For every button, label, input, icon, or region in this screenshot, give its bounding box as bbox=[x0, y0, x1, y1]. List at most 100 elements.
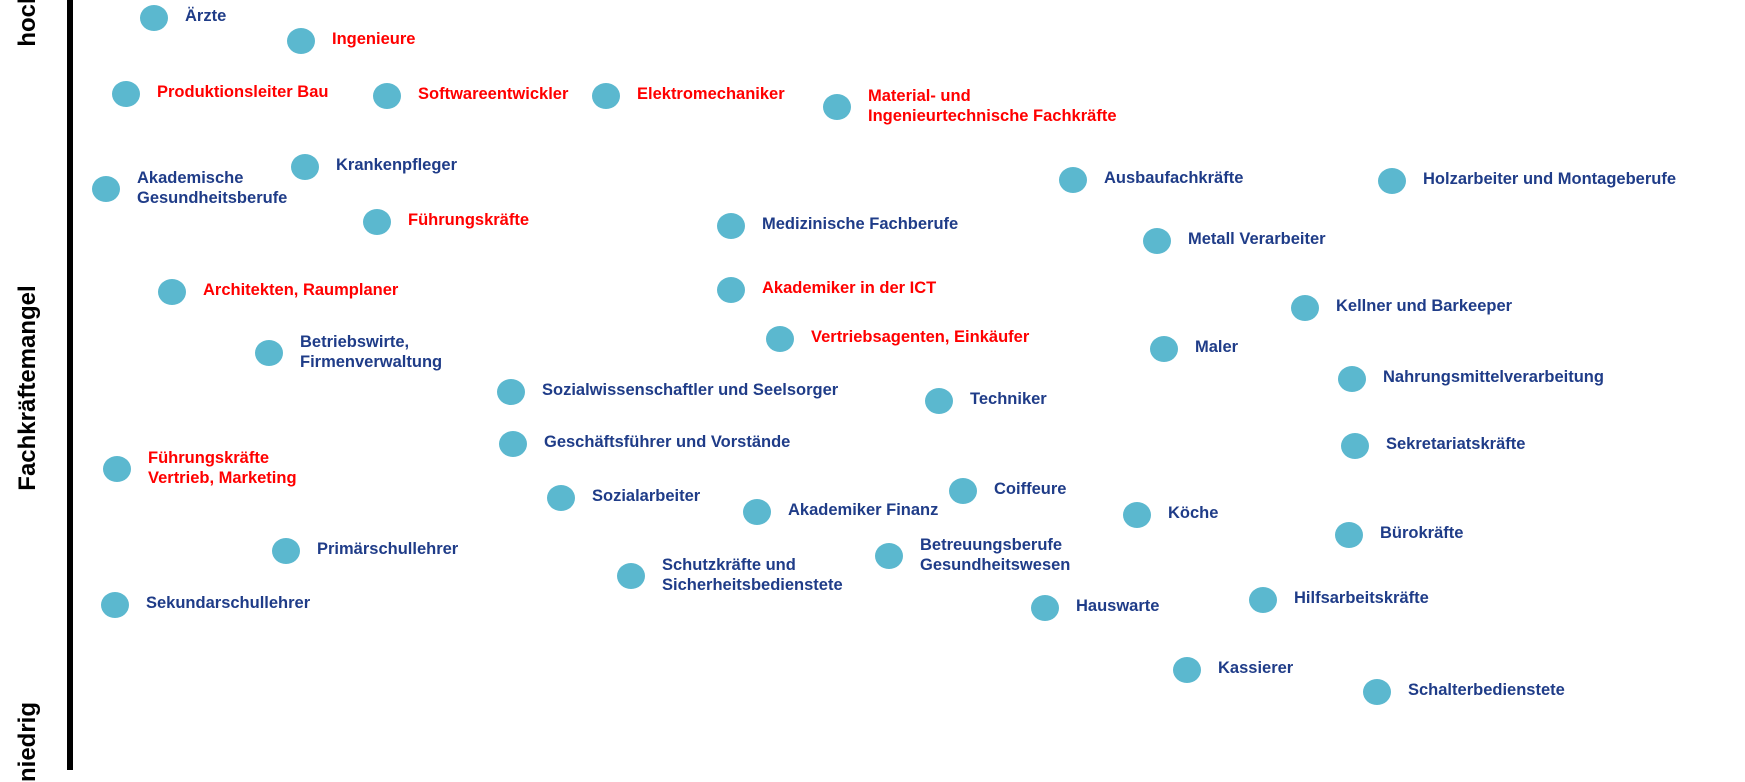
point-marker bbox=[1338, 366, 1366, 392]
point-label: Betriebswirte,Firmenverwaltung bbox=[300, 333, 442, 371]
point-marker bbox=[925, 388, 953, 414]
point-marker bbox=[1123, 502, 1151, 528]
point-label: Sekretariatskräfte bbox=[1386, 435, 1525, 453]
point-label: Akademiker in der ICT bbox=[762, 279, 936, 297]
point-marker bbox=[547, 485, 575, 511]
point-marker bbox=[287, 28, 315, 54]
data-point: Hauswarte bbox=[1031, 595, 1159, 621]
point-label: Primärschullehrer bbox=[317, 540, 459, 558]
data-point: Maler bbox=[1150, 336, 1239, 362]
data-point: Softwareentwickler bbox=[373, 83, 569, 109]
point-marker bbox=[272, 538, 300, 564]
point-marker bbox=[497, 379, 525, 405]
point-label: Kellner und Barkeeper bbox=[1336, 297, 1513, 315]
data-point: Sozialwissenschaftler und Seelsorger bbox=[497, 379, 839, 405]
point-label: Techniker bbox=[970, 390, 1047, 408]
point-label: Sozialwissenschaftler und Seelsorger bbox=[542, 381, 839, 399]
data-point: Coiffeure bbox=[949, 478, 1066, 504]
data-point: Geschäftsführer und Vorstände bbox=[499, 431, 790, 457]
point-label: Produktionsleiter Bau bbox=[157, 83, 328, 101]
point-label: Führungskräfte bbox=[408, 211, 529, 229]
data-point: Kassierer bbox=[1173, 657, 1294, 683]
point-marker bbox=[1341, 433, 1369, 459]
point-marker bbox=[1150, 336, 1178, 362]
point-marker bbox=[592, 83, 620, 109]
point-marker bbox=[363, 209, 391, 235]
point-marker bbox=[1173, 657, 1201, 683]
data-point: Ingenieure bbox=[287, 28, 415, 54]
point-marker bbox=[823, 94, 851, 120]
point-marker bbox=[1378, 168, 1406, 194]
point-label: Sozialarbeiter bbox=[592, 487, 701, 505]
point-label: Maler bbox=[1195, 338, 1239, 356]
data-point: Ausbaufachkräfte bbox=[1059, 167, 1243, 193]
point-marker bbox=[949, 478, 977, 504]
data-point: Sekretariatskräfte bbox=[1341, 433, 1525, 459]
point-label: Nahrungsmittelverarbeitung bbox=[1383, 368, 1604, 386]
point-marker bbox=[92, 176, 120, 202]
point-marker bbox=[373, 83, 401, 109]
point-marker bbox=[101, 592, 129, 618]
data-point: Kellner und Barkeeper bbox=[1291, 295, 1513, 321]
data-point: Krankenpfleger bbox=[291, 154, 458, 180]
point-marker bbox=[766, 326, 794, 352]
point-marker bbox=[717, 213, 745, 239]
point-label: Köche bbox=[1168, 504, 1218, 522]
point-label: Bürokräfte bbox=[1380, 524, 1463, 542]
point-marker bbox=[140, 5, 168, 31]
point-marker bbox=[1363, 679, 1391, 705]
data-point: Akademiker in der ICT bbox=[717, 277, 936, 303]
data-point: Vertriebsagenten, Einkäufer bbox=[766, 326, 1030, 352]
data-point: Produktionsleiter Bau bbox=[112, 81, 328, 107]
data-point: Führungskräfte bbox=[363, 209, 529, 235]
y-axis-line bbox=[67, 0, 73, 770]
point-marker bbox=[1059, 167, 1087, 193]
data-point: Köche bbox=[1123, 502, 1218, 528]
point-marker bbox=[255, 340, 283, 366]
data-point: Ärzte bbox=[140, 5, 226, 31]
point-label: Elektromechaniker bbox=[637, 85, 785, 103]
data-point: Holzarbeiter und Montageberufe bbox=[1378, 168, 1676, 194]
data-point: Akademiker Finanz bbox=[743, 499, 938, 525]
point-marker bbox=[1031, 595, 1059, 621]
point-label: Ärzte bbox=[185, 7, 226, 25]
data-point: Sozialarbeiter bbox=[547, 485, 701, 511]
point-label: Kassierer bbox=[1218, 659, 1294, 677]
point-label: Geschäftsführer und Vorstände bbox=[544, 433, 790, 451]
point-marker bbox=[499, 431, 527, 457]
point-marker bbox=[1143, 228, 1171, 254]
data-point: Elektromechaniker bbox=[592, 83, 785, 109]
data-point: Hilfsarbeitskräfte bbox=[1249, 587, 1429, 613]
point-marker bbox=[291, 154, 319, 180]
data-point: Bürokräfte bbox=[1335, 522, 1463, 548]
point-label: Hauswarte bbox=[1076, 597, 1159, 615]
data-point: Techniker bbox=[925, 388, 1047, 414]
point-label: Metall Verarbeiter bbox=[1188, 230, 1326, 248]
point-marker bbox=[158, 279, 186, 305]
point-label: Architekten, Raumplaner bbox=[203, 281, 399, 299]
data-point: Medizinische Fachberufe bbox=[717, 213, 958, 239]
point-marker bbox=[617, 563, 645, 589]
point-marker bbox=[112, 81, 140, 107]
point-label: Ingenieure bbox=[332, 30, 415, 48]
data-point: Schalterbedienstete bbox=[1363, 679, 1565, 705]
data-point: Nahrungsmittelverarbeitung bbox=[1338, 366, 1604, 392]
point-marker bbox=[1291, 295, 1319, 321]
data-point: Sekundarschullehrer bbox=[101, 592, 311, 618]
point-label: Sekundarschullehrer bbox=[146, 594, 311, 612]
point-marker bbox=[743, 499, 771, 525]
data-point: Metall Verarbeiter bbox=[1143, 228, 1326, 254]
data-point: Betriebswirte,Firmenverwaltung bbox=[255, 333, 442, 371]
point-label: Softwareentwickler bbox=[418, 85, 569, 103]
point-label: Akademiker Finanz bbox=[788, 501, 938, 519]
point-label: Ausbaufachkräfte bbox=[1104, 169, 1243, 187]
